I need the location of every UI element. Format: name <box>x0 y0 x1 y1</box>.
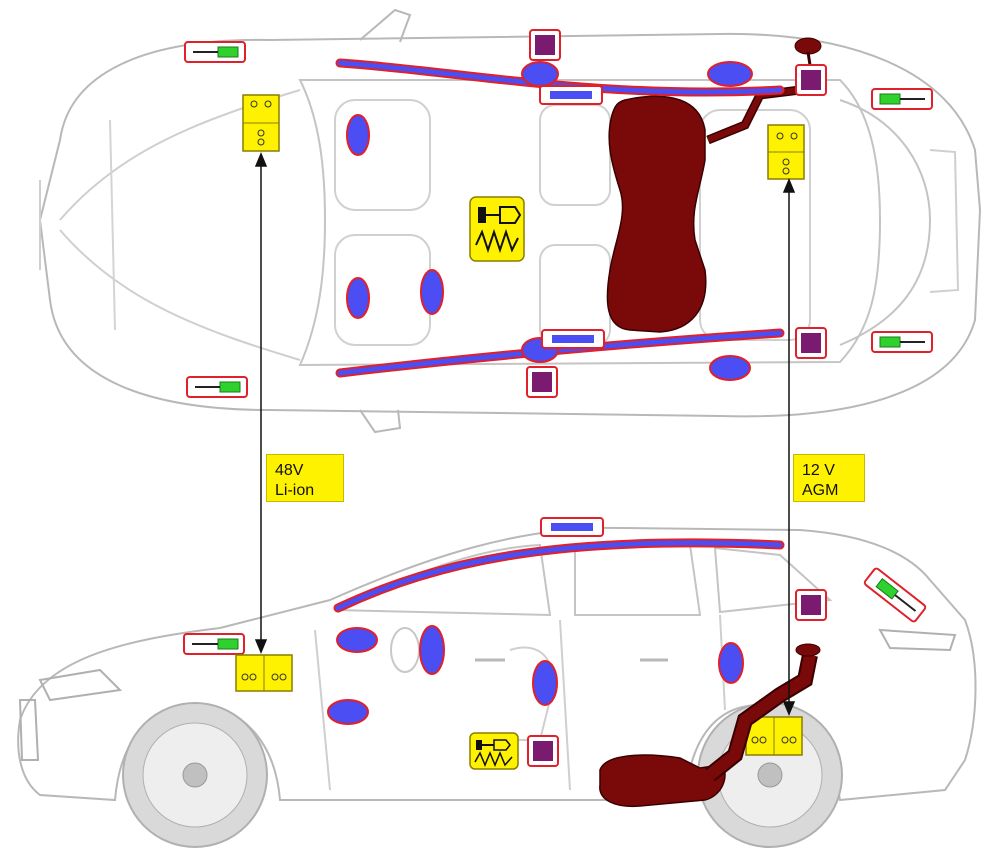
fuel-cap-side <box>795 643 821 657</box>
battery-label-12v-line2: AGM <box>802 482 839 499</box>
crash-sensor-icon <box>526 29 827 398</box>
battery-label-48v: 48V Li-ion <box>266 454 344 502</box>
airbag-icon <box>346 61 753 381</box>
inflator-icon-side <box>540 517 604 537</box>
control-unit-icon <box>469 196 525 262</box>
control-unit-icon-side <box>469 732 519 770</box>
fuel-tank-side <box>599 754 726 808</box>
pressure-sensor-icon <box>184 41 933 398</box>
battery-label-48v-line1: 48V <box>275 462 304 479</box>
battery-icon-side <box>235 654 803 756</box>
inflator-icon <box>539 85 605 349</box>
battery-link-arrows <box>254 152 796 716</box>
fuel-tank-top <box>606 95 707 333</box>
battery-label-12v-line1: 12 V <box>802 462 835 479</box>
battery-label-48v-line2: Li-ion <box>275 482 315 499</box>
curtain-airbag-side <box>333 538 785 613</box>
fuel-cap-stem-top <box>806 51 812 66</box>
wheel-icon <box>122 702 843 848</box>
pressure-sensor-icon-side <box>183 567 927 655</box>
airbag-icon-side <box>327 625 744 725</box>
fuel-cap-top <box>794 37 822 55</box>
battery-label-12v: 12 V AGM <box>793 454 865 502</box>
battery-icon <box>242 94 805 180</box>
crash-sensor-icon-side <box>527 589 827 767</box>
